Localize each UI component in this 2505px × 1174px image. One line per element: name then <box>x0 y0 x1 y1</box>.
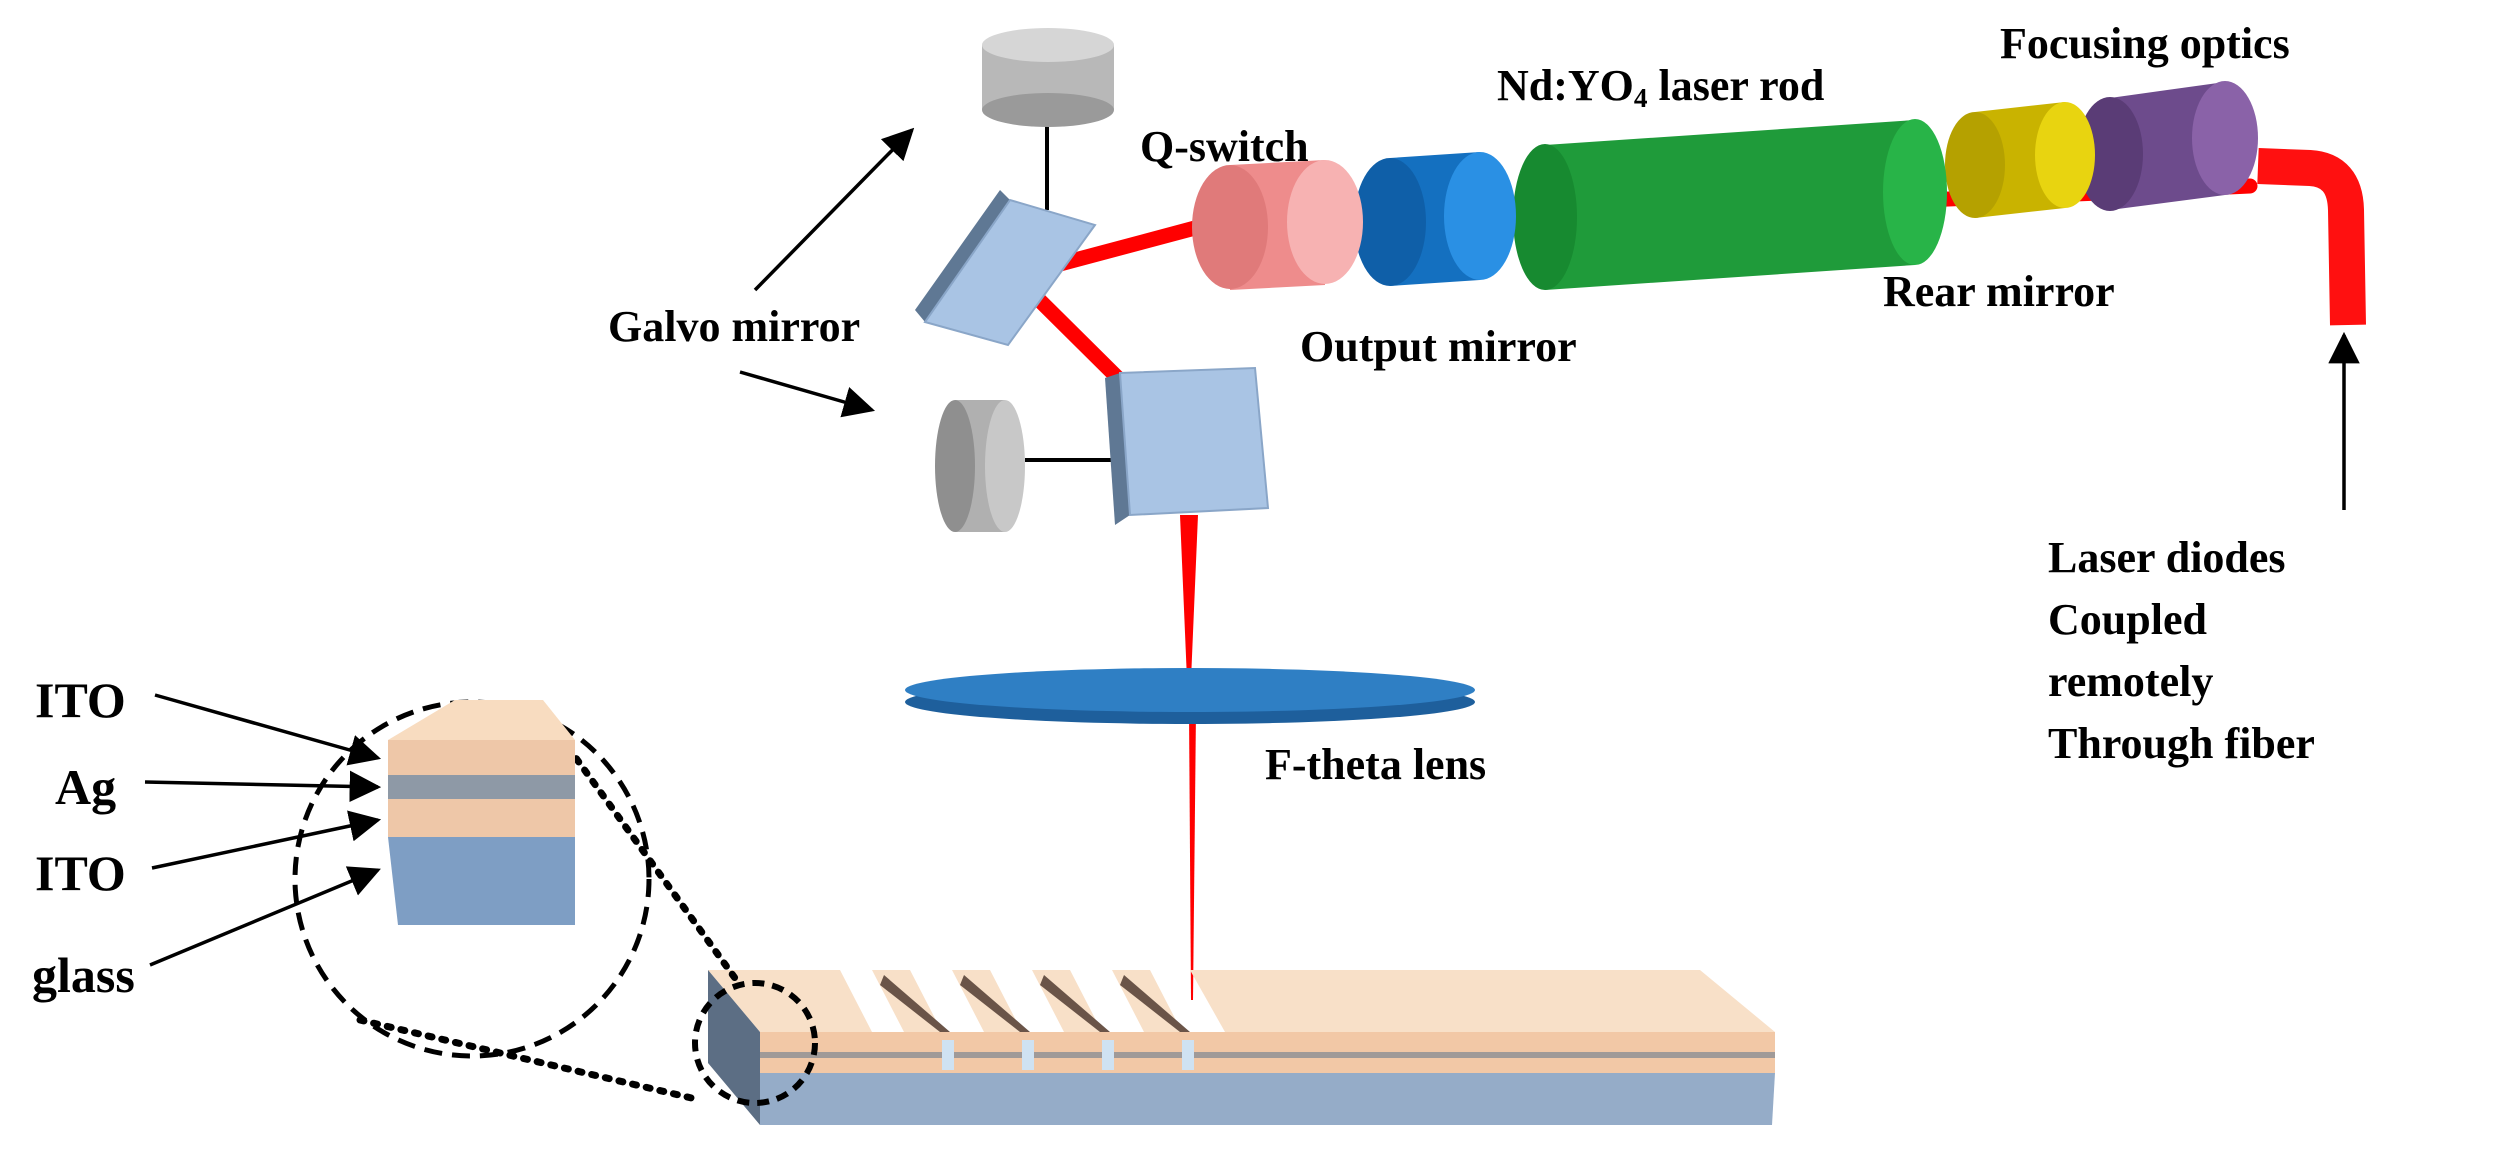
laser-rod <box>1513 119 1947 290</box>
rear-mirror <box>1945 102 2095 218</box>
label-laser-diodes-line-4: Through fiber <box>2048 719 2315 768</box>
scribed-strips <box>872 970 1194 1070</box>
arrow-glass <box>149 866 381 967</box>
substrate-front-ito-top <box>760 1032 1775 1052</box>
galvo-motor-lower <box>935 400 1120 532</box>
label-laser-diodes-line-1: Laser diodes <box>2048 533 2286 582</box>
label-laser-diodes: Laser diodes Coupled remotely Through fi… <box>2048 527 2315 775</box>
f-theta-lens <box>905 668 1475 724</box>
label-laser-rod: Nd:YO4 laser rod <box>1497 64 1824 112</box>
label-f-theta-lens: F-theta lens <box>1265 740 1487 789</box>
label-laser-rod-suffix: laser rod <box>1647 61 1825 110</box>
substrate-front-ito-bottom <box>760 1058 1775 1073</box>
arrow-galvo-lower <box>739 370 876 418</box>
label-galvo-mirror: Galvo mirror <box>608 302 861 351</box>
focusing-optics <box>2077 81 2258 211</box>
label-laser-diodes-line-3: remotely <box>2048 657 2214 706</box>
laser-beam-focused-lower <box>1189 710 1196 1000</box>
label-q-switch: Q-switch <box>1140 122 1309 171</box>
inset-ag <box>388 775 575 799</box>
label-rear-mirror: Rear mirror <box>1883 267 2115 316</box>
substrate-top-surface <box>1190 970 1775 1032</box>
layer-stack-inset <box>388 700 575 925</box>
substrate-front-glass <box>760 1073 1775 1125</box>
substrate-front-ag <box>760 1052 1775 1058</box>
arrow-ito-bottom <box>151 810 382 870</box>
inset-top-face <box>388 700 575 740</box>
annotation-arrows <box>144 127 2360 967</box>
galvo-mirror-lower <box>1105 366 1270 525</box>
galvo-mirror-upper-face <box>923 198 1097 347</box>
zoom-circle-large <box>292 699 652 1059</box>
laser-beam-focused-upper <box>1180 515 1198 680</box>
inset-glass <box>388 837 575 925</box>
label-laser-rod-prefix: Nd:YO <box>1497 61 1634 110</box>
label-layer-ito-bottom: ITO <box>35 845 126 901</box>
galvo-mirror-upper-edge <box>915 190 1010 322</box>
galvo-mirror-lower-face <box>1118 366 1270 517</box>
zoom-connector-top <box>556 732 744 989</box>
arrow-galvo-upper <box>753 127 915 292</box>
output-mirror <box>1354 152 1516 286</box>
label-layer-ag: Ag <box>55 759 117 815</box>
zoom-connector-bottom <box>356 1016 704 1104</box>
galvo-mirror-lower-edge <box>1105 373 1130 525</box>
arrow-ag <box>144 770 382 803</box>
label-focusing-optics: Focusing optics <box>2000 19 2290 68</box>
label-layer-ito-top: ITO <box>35 672 126 728</box>
zoom-circle-small <box>692 980 818 1106</box>
label-laser-rod-subscript: 4 <box>1633 82 1648 113</box>
label-laser-diodes-line-2: Coupled <box>2048 595 2207 644</box>
galvo-mirror-upper <box>915 102 1097 347</box>
q-switch <box>1192 160 1363 290</box>
inset-ito-bottom <box>388 799 575 837</box>
label-layer-glass: glass <box>32 947 135 1003</box>
delivery-fiber <box>2257 148 2366 326</box>
galvo-motor-upper <box>982 28 1114 127</box>
arrow-ito-top <box>154 693 382 766</box>
inset-ito-top <box>388 740 575 775</box>
substrate <box>708 970 1775 1125</box>
label-output-mirror: Output mirror <box>1300 322 1577 371</box>
